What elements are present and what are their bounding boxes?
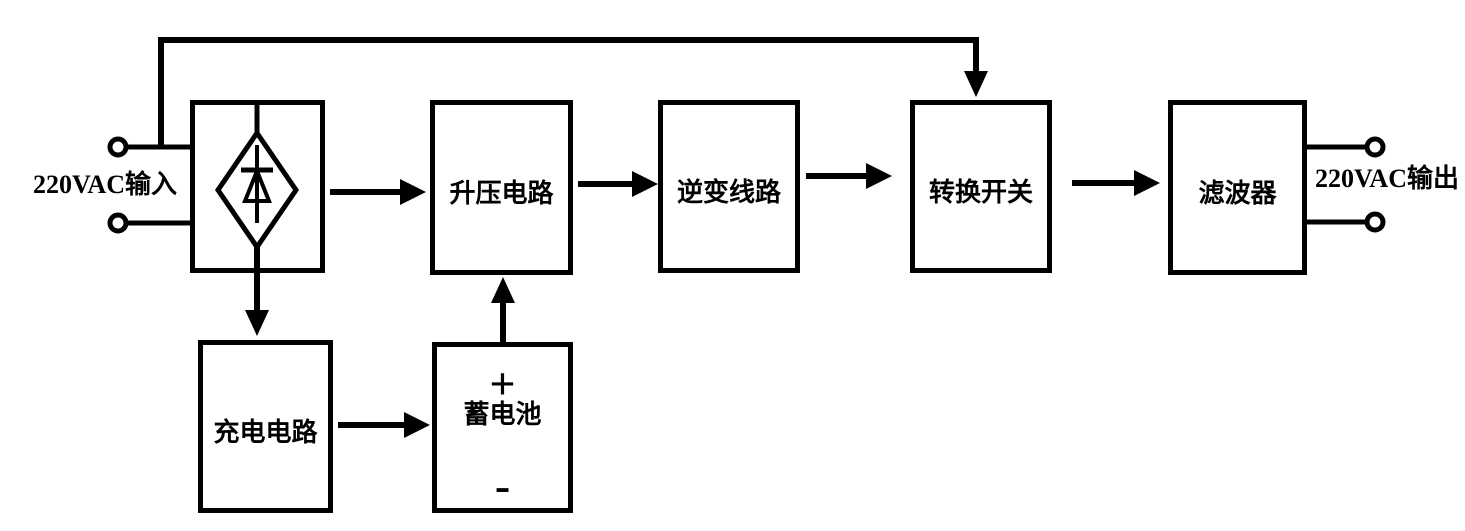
block-charger-circuit: 充电电路 (198, 340, 333, 513)
battery-minus-label: - (494, 460, 511, 511)
block-battery: + 蓄电池 - (432, 342, 573, 513)
input-terminal-top-icon (107, 136, 129, 158)
output-terminal-top-icon (1364, 136, 1386, 158)
arrow-battery-to-boost (491, 277, 515, 342)
rectifier-diode-icon (214, 100, 300, 252)
inverter-circuit-label: 逆变线路 (676, 178, 781, 207)
ac-output-label: 220VAC输出 (1315, 164, 1459, 193)
arrow-rectifier-to-charger (245, 243, 269, 336)
battery-plus-label: + (489, 358, 516, 409)
bypass-line (158, 37, 979, 148)
arrow-rectifier-to-boost (330, 179, 426, 205)
transfer-switch-label: 转换开关 (928, 178, 1033, 207)
arrow-charger-to-battery (338, 412, 430, 438)
boost-circuit-label: 升压电路 (449, 179, 554, 208)
arrow-inverter-to-switch (806, 163, 892, 189)
block-filter: 滤波器 (1168, 100, 1307, 275)
filter-label: 滤波器 (1198, 179, 1277, 208)
block-inverter-circuit: 逆变线路 (658, 100, 800, 273)
arrow-switch-to-filter (1072, 170, 1160, 196)
block-transfer-switch: 转换开关 (910, 100, 1052, 273)
bypass-arrowhead-icon (964, 71, 988, 97)
block-boost-circuit: 升压电路 (430, 100, 573, 275)
ac-input-label: 220VAC输入 (33, 170, 177, 199)
output-terminal-bottom-icon (1364, 211, 1386, 233)
battery-label: 蓄电池 (463, 400, 542, 429)
charger-circuit-label: 充电电路 (213, 418, 318, 447)
input-terminal-bottom-icon (107, 212, 129, 234)
arrow-boost-to-inverter (578, 171, 658, 197)
